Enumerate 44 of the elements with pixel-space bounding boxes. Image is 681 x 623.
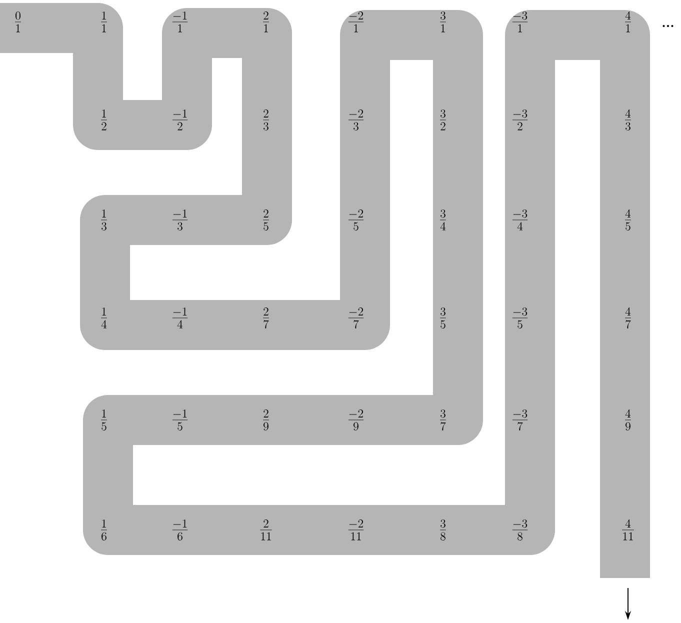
fraction: $\frac{-1}{4}$ (172, 308, 188, 328)
fraction: $\frac{0}{1}$ (15, 12, 21, 32)
fraction: $\frac{4}{9}$ (625, 409, 631, 430)
fraction: $\frac{3}{7}$ (440, 410, 446, 430)
fraction: $\frac{3}{4}$ (440, 210, 446, 230)
fraction: $\frac{2}{5}$ (263, 210, 269, 230)
fraction: $\frac{-1}{3}$ (172, 210, 188, 230)
fraction: $\frac{-3}{4}$ (512, 210, 528, 230)
fraction: $\frac{2}{11}$ (260, 520, 272, 540)
fraction: $\frac{1}{4}$ (101, 308, 107, 328)
fraction: $\frac{3}{1}$ (440, 12, 446, 32)
fraction: $\frac{-2}{1}$ (348, 12, 364, 32)
fraction: $\frac{2}{9}$ (263, 410, 269, 430)
fraction: $\frac{-1}{1}$ (172, 12, 188, 32)
fraction: $\frac{2}{3}$ (263, 110, 269, 130)
fraction: $\frac{1}{3}$ (101, 210, 107, 230)
fraction: $\frac{3}{8}$ (440, 520, 446, 540)
fraction: $\frac{-2}{7}$ (348, 308, 364, 328)
fraction: $\frac{-2}{11}$ (348, 520, 364, 540)
fraction: $\frac{2}{1}$ (263, 12, 269, 32)
fraction: $\frac{1}{2}$ (101, 110, 107, 130)
fraction: $\frac{4}{11}$ (622, 519, 634, 540)
fraction: $\frac{-3}{2}$ (512, 110, 528, 130)
fraction: $\frac{4}{1}$ (625, 11, 631, 32)
fraction: $\frac{-2}{5}$ (348, 210, 364, 230)
fraction: $\frac{3}{5}$ (440, 308, 446, 328)
fraction: $\frac{-1}{6}$ (172, 520, 188, 540)
fraction: $\frac{4}{5}$ (625, 209, 631, 230)
fraction: $\frac{-3}{1}$ (512, 12, 528, 32)
fraction: $\frac{4}{3}$ (625, 109, 631, 130)
fraction: $\frac{1}{5}$ (101, 410, 107, 430)
fraction: $\frac{1}{6}$ (101, 520, 107, 540)
fraction: $\frac{-3}{8}$ (512, 520, 528, 540)
fraction: $\frac{1}{1}$ (101, 12, 107, 32)
fraction: $\frac{-2}{9}$ (348, 410, 364, 430)
fraction: $\frac{-3}{7}$ (512, 410, 528, 430)
fraction: $\frac{-1}{2}$ (172, 110, 188, 130)
fraction: $\frac{3}{2}$ (440, 110, 446, 130)
fraction: $\frac{-3}{5}$ (512, 308, 528, 328)
ellipsis: ... (662, 24, 674, 27)
fraction: $\frac{-2}{3}$ (348, 110, 364, 130)
fraction: $\frac{-1}{5}$ (172, 410, 188, 430)
fraction: $\frac{4}{7}$ (625, 307, 631, 328)
fraction: $\frac{2}{7}$ (263, 308, 269, 328)
